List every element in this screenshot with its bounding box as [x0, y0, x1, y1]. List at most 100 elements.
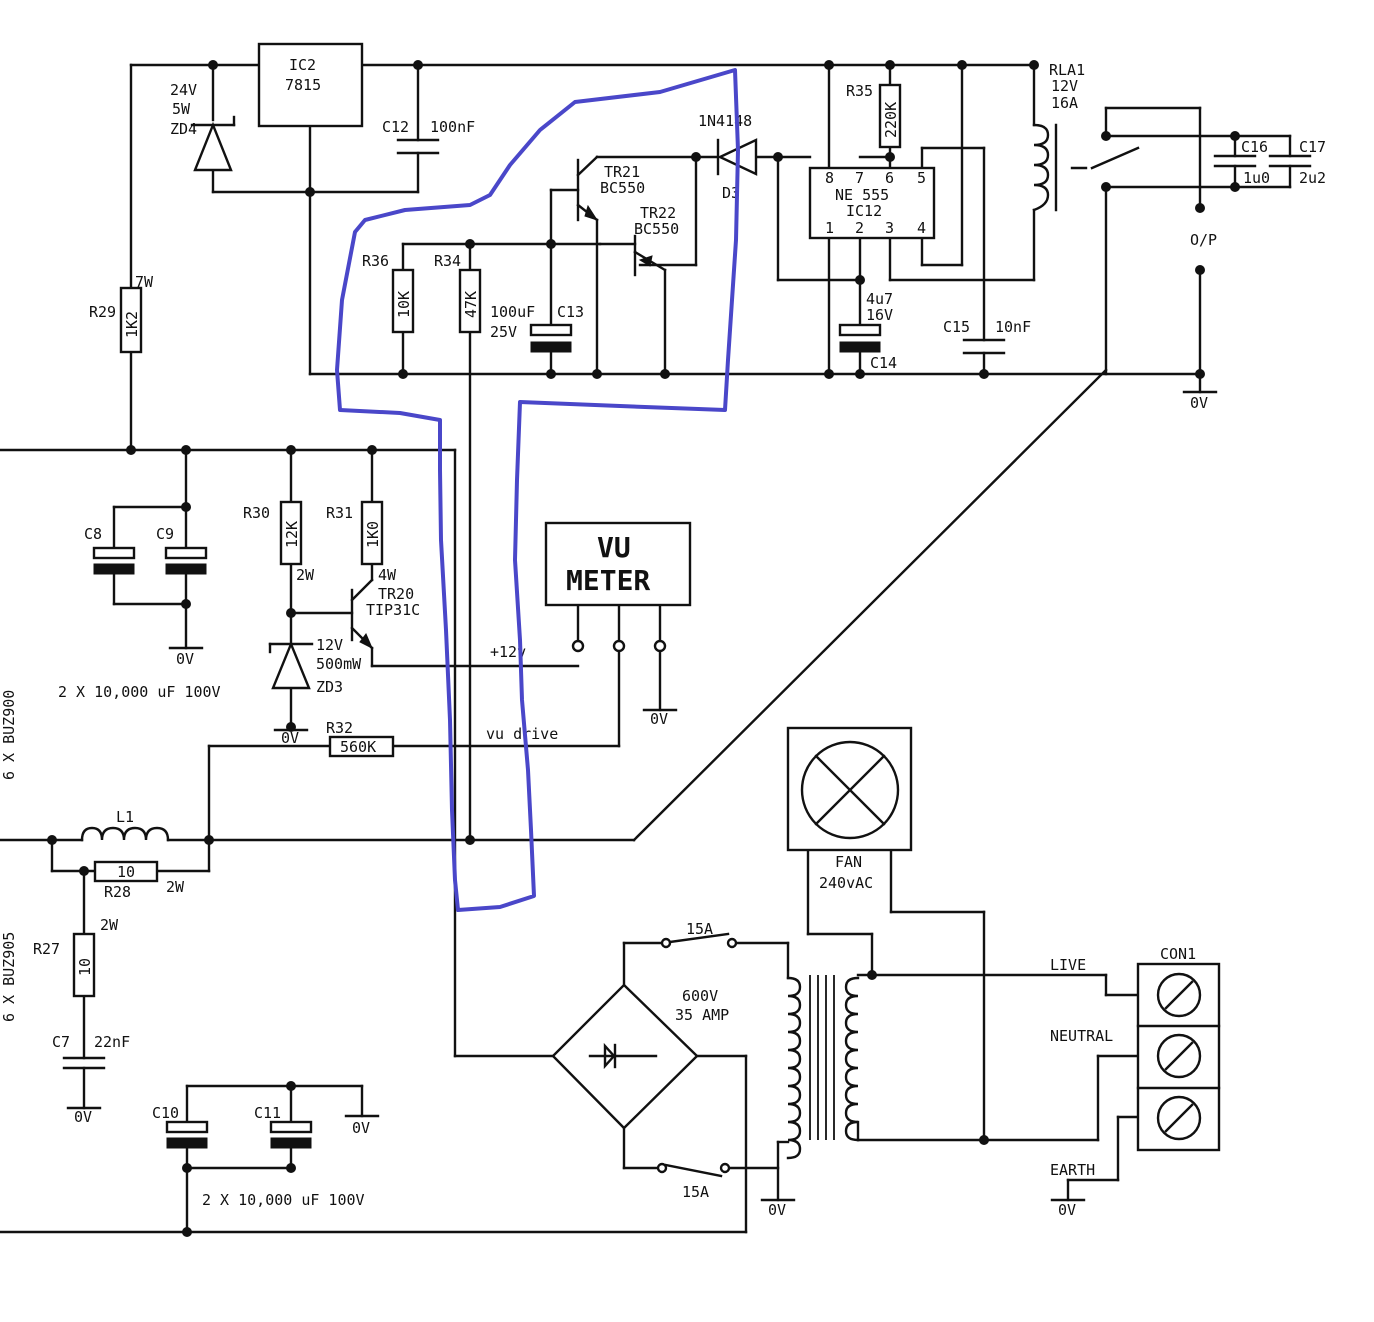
c14-value: 4u7	[866, 290, 893, 308]
ic12-pin1: 1	[825, 219, 834, 237]
c11-label: C11	[254, 1104, 281, 1122]
r31-resistor	[360, 500, 384, 566]
c15-value: 10nF	[995, 318, 1031, 336]
highlight-outline	[335, 68, 740, 912]
c14-capacitor	[838, 323, 882, 353]
zd4-power: 5W	[172, 100, 191, 118]
r29-power: 7W	[135, 273, 154, 291]
r35-value: 220K	[882, 102, 900, 138]
c12-value: 100nF	[430, 118, 475, 136]
c10-c11-value: 2 X 10,000 uF 100V	[202, 1191, 365, 1209]
ic2-regulator	[257, 42, 364, 128]
side-label-buz905: 6 X BUZ905	[0, 932, 18, 1022]
c7-capacitor	[62, 1056, 106, 1070]
bridge-rectifier	[551, 983, 699, 1130]
c15-capacitor	[962, 338, 1006, 355]
c7-label: C7	[52, 1033, 70, 1051]
r29-resistor	[119, 286, 143, 354]
side-label-buz900: 6 X BUZ900	[0, 690, 18, 780]
r31-value: 1K0	[364, 521, 382, 548]
ground-label-c7: 0V	[74, 1108, 92, 1126]
c8-c9-value: 2 X 10,000 uF 100V	[58, 683, 221, 701]
transformer	[776, 973, 874, 1160]
rla1-label: RLA1	[1049, 61, 1085, 79]
top-section-wires	[129, 63, 1292, 842]
tr21-transistor	[584, 204, 599, 221]
c12-label: C12	[382, 118, 409, 136]
tr20-transistor	[359, 633, 373, 650]
c12-capacitor	[396, 138, 440, 155]
ic12-timer	[808, 166, 936, 240]
zd4-voltage: 24V	[170, 81, 197, 99]
ground-label-c9: 0V	[176, 650, 194, 668]
c17-value: 2u2	[1299, 169, 1326, 187]
r29-label: R29	[89, 303, 116, 321]
ic12-part: NE 555	[835, 186, 889, 204]
ic12-pin2: 2	[855, 219, 864, 237]
c10-label: C10	[152, 1104, 179, 1122]
tr20-part: TIP31C	[366, 601, 420, 619]
tr21-part: BC550	[600, 179, 645, 197]
r31-power: 4W	[378, 566, 397, 584]
c8-label: C8	[84, 525, 102, 543]
fuse-label-bottom: 15A	[682, 1183, 709, 1201]
r31-label: R31	[326, 504, 353, 522]
r36-resistor	[391, 268, 415, 334]
r28-power: 2W	[166, 878, 185, 896]
c11-capacitor	[269, 1120, 313, 1149]
c16-c17-capacitors	[1213, 154, 1312, 168]
zd4-label: ZD4	[170, 120, 197, 138]
tr22-label: TR22	[640, 204, 676, 222]
c7-value: 22nF	[94, 1033, 130, 1051]
con1-terminal-block	[1136, 962, 1221, 1152]
ground-label-vu: 0V	[650, 710, 668, 728]
zd3-label: ZD3	[316, 678, 343, 696]
r32-resistor	[328, 735, 395, 758]
fan-label: FAN	[835, 853, 862, 871]
r27-label: R27	[33, 940, 60, 958]
plus12v-label: +12v	[490, 643, 526, 661]
c14-voltage: 16V	[866, 306, 893, 324]
r30-value: 12K	[283, 521, 301, 548]
r36-value: 10K	[395, 291, 413, 318]
neutral-label: NEUTRAL	[1050, 1027, 1113, 1045]
ic12-pin3: 3	[885, 219, 894, 237]
ic12-pin5: 5	[917, 169, 926, 187]
r34-resistor	[458, 268, 482, 334]
tr22-part: BC550	[634, 220, 679, 238]
r27-value: 10	[76, 958, 94, 976]
rla1-voltage: 12V	[1051, 77, 1078, 95]
r34-label: R34	[434, 252, 461, 270]
l1-label: L1	[116, 808, 134, 826]
con1-label: CON1	[1160, 945, 1196, 963]
r28-resistor	[93, 860, 159, 883]
c15-label: C15	[943, 318, 970, 336]
ic12-pin4: 4	[917, 219, 926, 237]
bridge-voltage: 600V	[682, 987, 718, 1005]
live-label: LIVE	[1050, 956, 1086, 974]
ground-label-zd3: 0V	[281, 729, 299, 747]
vu-meter-title-2: METER	[566, 564, 650, 597]
r28-label: R28	[104, 883, 131, 901]
c14-label: C14	[870, 354, 897, 372]
ground-label-c11: 0V	[352, 1119, 370, 1137]
vu-drive-label: vu drive	[486, 725, 558, 743]
c8-capacitor	[92, 546, 136, 575]
fuse-switch-top	[660, 932, 738, 949]
tr21-label: TR21	[604, 163, 640, 181]
ground-label-top: 0V	[1190, 394, 1208, 412]
middle-section-wires	[0, 448, 748, 1234]
l1-inductor	[80, 826, 170, 842]
c13-label: C13	[557, 303, 584, 321]
ground-label-earth: 0V	[1058, 1201, 1076, 1219]
rla1-relay-coil	[1032, 123, 1140, 212]
r28-value: 10	[117, 863, 135, 881]
c9-label: C9	[156, 525, 174, 543]
vu-meter	[544, 521, 692, 653]
r30-power: 2W	[296, 566, 315, 584]
r32-label: R32	[326, 719, 353, 737]
c13-capacitor	[529, 323, 573, 353]
r35-resistor	[878, 83, 902, 149]
c9-capacitor	[164, 546, 208, 575]
ic2-label: IC2	[289, 56, 316, 74]
